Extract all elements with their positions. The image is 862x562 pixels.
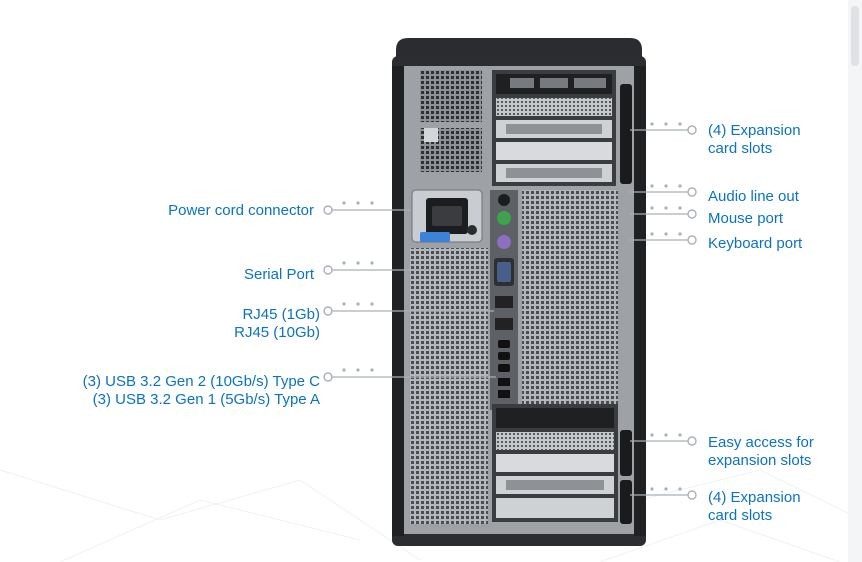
callout-usb-line2: (3) USB 3.2 Gen 1 (5Gb/s) Type A — [92, 391, 320, 408]
scrollbar-thumb[interactable] — [851, 6, 859, 66]
bottom-expansion-bay — [492, 404, 618, 522]
callout-rj45: RJ45 (1Gb) RJ45 (10Gb) — [234, 306, 320, 342]
callout-easy-access-line1: Easy access for — [708, 434, 814, 451]
leader-lines — [332, 129, 688, 496]
page-scrollbar[interactable] — [848, 0, 862, 562]
callout-expansion-bottom: (4) Expansion card slots — [708, 489, 801, 525]
callout-markers — [342, 122, 682, 491]
callout-keyboard-port: Keyboard port — [708, 235, 803, 252]
callout-usb-line1: (3) USB 3.2 Gen 2 (10Gb/s) Type C — [82, 373, 320, 390]
callout-easy-access: Easy access for expansion slots — [708, 434, 814, 470]
callout-expansion-bottom-line1: (4) Expansion — [708, 489, 801, 506]
callout-power-cord: Power cord connector — [168, 202, 314, 219]
io-panel — [490, 190, 518, 410]
easy-access-latch — [620, 430, 632, 476]
callout-expansion-top-line1: (4) Expansion — [708, 122, 801, 139]
callout-expansion-top: (4) Expansion card slots — [708, 122, 801, 158]
lower-left-vent — [410, 248, 488, 524]
callout-rj45-line1: RJ45 (1Gb) — [242, 306, 320, 323]
top-right-latch — [620, 84, 632, 184]
callout-end-circles — [323, 125, 697, 500]
bottom-right-latch — [620, 480, 632, 524]
callout-rj45-line2: RJ45 (10Gb) — [234, 324, 320, 341]
top-expansion-bay — [492, 70, 616, 186]
psu-vents — [420, 70, 482, 172]
callout-expansion-bottom-line2: card slots — [708, 507, 773, 524]
callout-expansion-top-line2: card slots — [708, 140, 773, 157]
callout-serial-port: Serial Port — [243, 266, 314, 283]
power-connector — [411, 189, 483, 243]
callout-audio-line-out: Audio line out — [708, 188, 799, 205]
callout-mouse-port: Mouse port — [708, 210, 784, 227]
callout-usb: (3) USB 3.2 Gen 2 (10Gb/s) Type C (3) US… — [83, 373, 320, 409]
right-vent — [522, 190, 618, 404]
callout-easy-access-line2: expansion slots — [708, 452, 812, 469]
